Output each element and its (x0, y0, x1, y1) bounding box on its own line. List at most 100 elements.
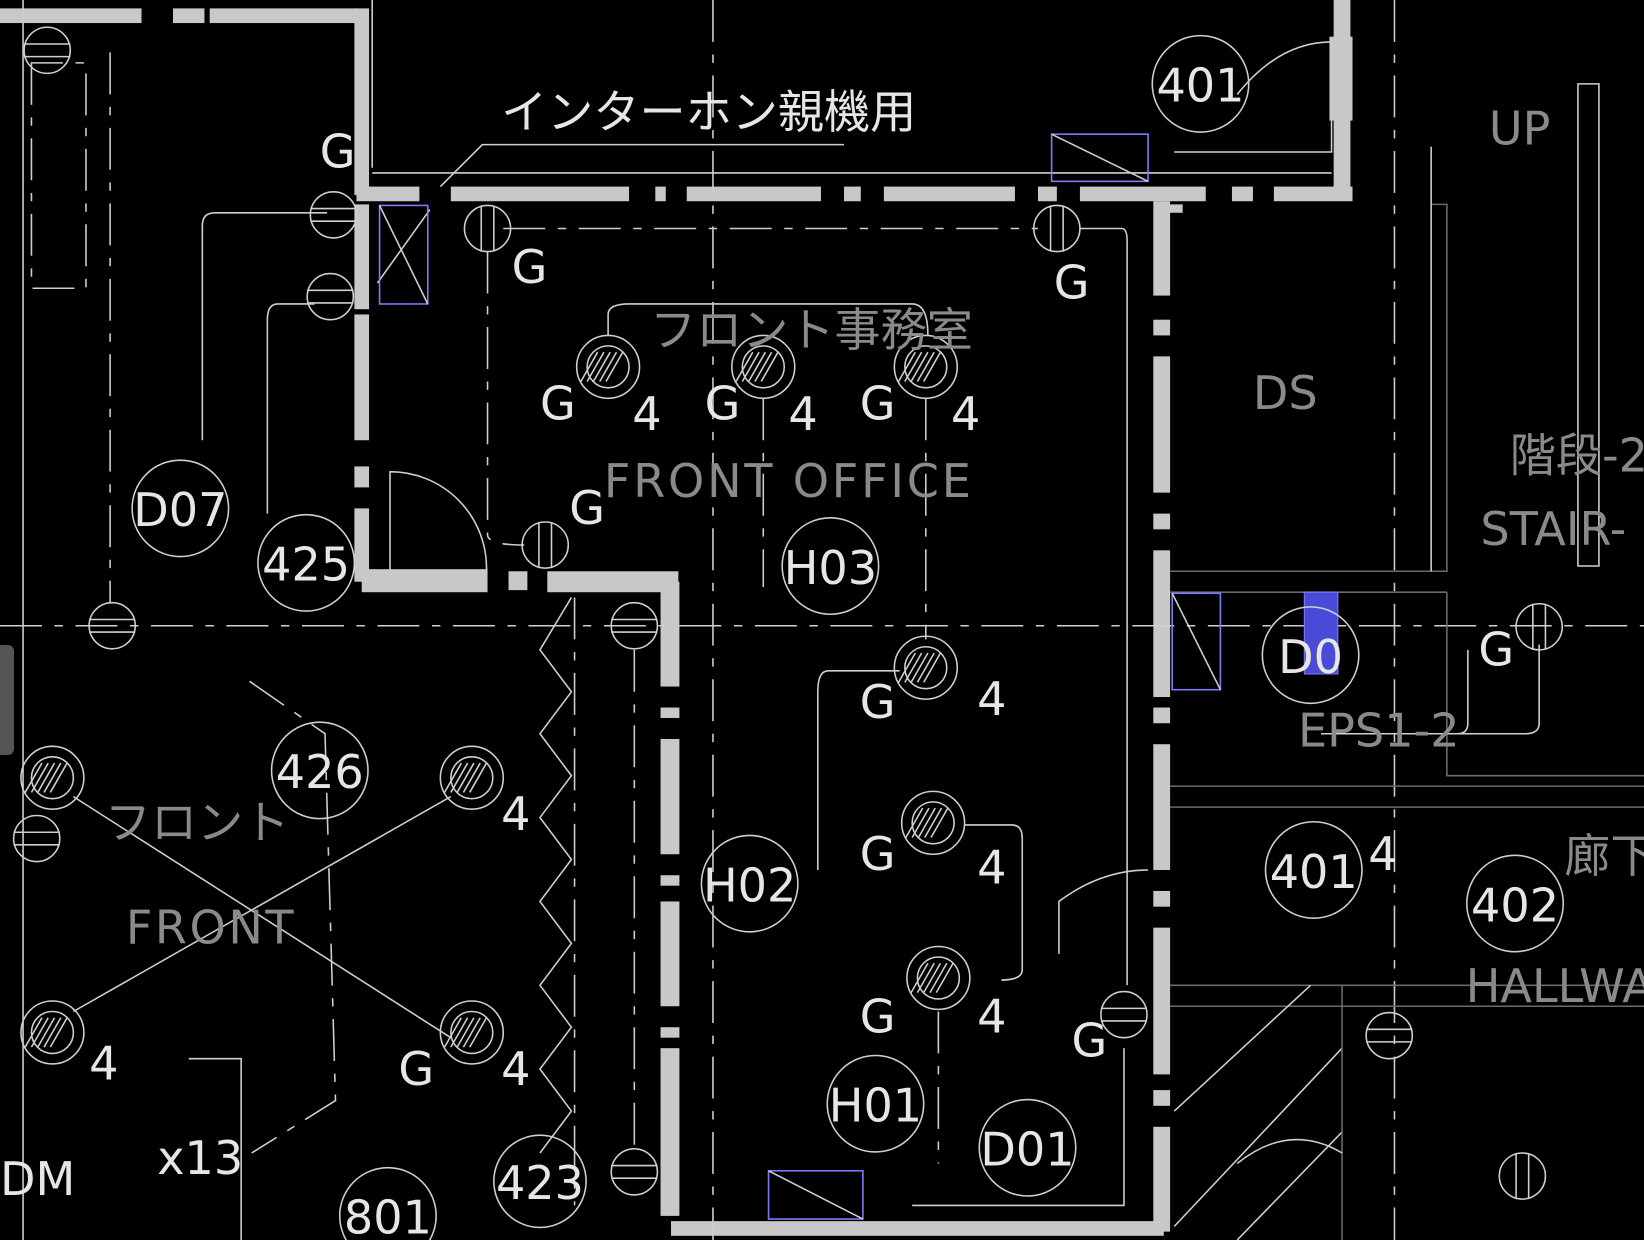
wiring-line (188, 1057, 242, 1240)
tag-bubble: H01 (826, 1054, 925, 1153)
front-office-jp-label: フロント事務室 (650, 303, 973, 357)
wall-segment (0, 8, 142, 24)
g-label: G (705, 376, 741, 430)
outlet-icon (1365, 1011, 1414, 1060)
wall-segment (883, 186, 1015, 202)
wiring-line (439, 143, 845, 188)
g-label: G (1478, 623, 1514, 677)
wiring-line (266, 303, 315, 514)
tag-bubble: 401 (1151, 34, 1250, 133)
selected-block-icon (1050, 133, 1149, 183)
wiring-line (538, 597, 573, 1154)
wiring-line (376, 209, 431, 284)
tag-label: H02 (703, 858, 796, 912)
tag-bubble: 423 (493, 1134, 587, 1229)
wall-segment (1163, 204, 1183, 213)
wall-segment (547, 571, 679, 593)
four-label: 4 (632, 387, 661, 441)
wiring-line (1173, 984, 1312, 1112)
g-label: G (569, 481, 605, 535)
g-label: G (1054, 256, 1090, 310)
wall-segment (844, 186, 861, 202)
tag-label: 426 (276, 745, 364, 799)
selected-blocks[interactable] (378, 133, 1339, 1220)
front-office-en-label: FRONT OFFICE (604, 454, 971, 508)
stair-en-label: STAIR- (1480, 502, 1626, 556)
outlet-icon (12, 814, 61, 863)
g-label: G (860, 675, 896, 729)
g-label: G (860, 376, 896, 430)
wall-segment (1153, 550, 1171, 698)
up-label: UP (1489, 102, 1551, 156)
tag-label: D0 (1278, 630, 1343, 684)
wall-segment (1153, 513, 1171, 530)
wall-segment (172, 8, 205, 24)
wiring-line (1079, 227, 1128, 986)
wall-segment (660, 875, 680, 886)
light-fixture-icon (731, 334, 796, 400)
x13-label: x13 (157, 1131, 243, 1185)
wall-segment (660, 1027, 680, 1038)
wiring-line (964, 824, 1024, 981)
tag-label: 401 (1270, 845, 1358, 899)
intercom-label: インターホン親機用 (501, 85, 916, 139)
wall-segment (1153, 890, 1171, 907)
four-label: 4 (501, 787, 530, 841)
light-fixture-icon (893, 635, 959, 700)
wall-segment (1153, 1090, 1171, 1106)
wall-segment (1153, 927, 1171, 1075)
outlet-icon (306, 272, 355, 321)
tag-label: D07 (133, 483, 227, 537)
tag-label: 801 (344, 1191, 432, 1240)
wall-segment (361, 569, 488, 593)
wiring-line (73, 795, 452, 1013)
outlet-icon (463, 204, 512, 253)
wall-segment (660, 901, 680, 1007)
side-panel-handle[interactable] (0, 645, 14, 755)
tag-bubble: 401 (1264, 820, 1363, 919)
wall-segment (1231, 186, 1253, 202)
wiring-line (1236, 1138, 1343, 1165)
wall-segment (660, 707, 680, 719)
tag-label: 402 (1471, 878, 1559, 932)
wall-segment (660, 581, 680, 687)
outlet-icon (1033, 204, 1081, 253)
front-en-label: FRONT (126, 900, 295, 954)
wall-segment (450, 186, 630, 202)
walls (0, 0, 1353, 1236)
light-fixture-icon (900, 790, 966, 856)
wall-segment (1273, 186, 1353, 202)
tag-label: 401 (1156, 59, 1244, 113)
light-fixture-icon (439, 745, 505, 810)
front-jp-label: フロント (105, 796, 289, 850)
tag-bubble: D0 (1261, 606, 1360, 705)
g-label: G (540, 376, 576, 430)
selected-block-icon (378, 204, 429, 305)
selected-block-icon (1171, 592, 1222, 691)
light-fixture-icon (575, 334, 641, 400)
wall-segment (1153, 201, 1171, 296)
selected-block-icon (767, 1170, 864, 1220)
outlet-icon (1498, 1152, 1547, 1200)
wall-segment (660, 1048, 680, 1216)
outlet-icon (1515, 602, 1564, 651)
selected-block-icon (1303, 591, 1339, 675)
tag-bubble: D07 (131, 459, 230, 558)
tag-bubble: 402 (1466, 854, 1565, 953)
block-diagonal (768, 1170, 864, 1220)
block-diagonal (1171, 592, 1222, 691)
outlet-icon (610, 601, 659, 650)
wall-segment (354, 508, 370, 582)
tag-bubble: 426 (270, 721, 369, 820)
outlet-icon (521, 521, 570, 569)
hall-jp-label: 廊下1 (1564, 829, 1644, 883)
light-fixture-icon (20, 745, 85, 810)
wiring-line (1446, 592, 1644, 777)
light-fixture-icon (906, 945, 971, 1011)
wall-segment (356, 186, 420, 202)
wall-segment (660, 738, 680, 855)
wall-segment (209, 8, 357, 24)
